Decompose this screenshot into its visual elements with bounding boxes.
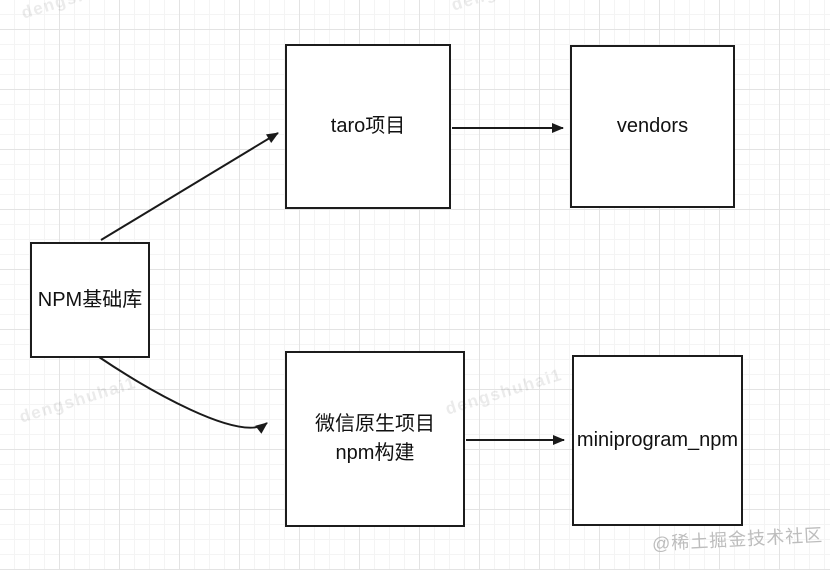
node-miniprogram-npm: miniprogram_npm — [572, 355, 743, 526]
juejin-community-watermark: @稀土掘金技术社区 — [651, 525, 824, 554]
edge-npmbase-to-taro — [100, 132, 279, 241]
user-watermark: dengshuhai1 — [17, 372, 139, 427]
user-watermark: dengshuhai1 — [19, 0, 141, 24]
node-npm-base-lib: NPM基础库 — [30, 242, 150, 358]
node-vendors: vendors — [570, 45, 735, 208]
node-wechat-native-npm-build: 微信原生项目 npm构建 — [285, 351, 465, 527]
node-taro-project: taro项目 — [285, 44, 451, 209]
user-watermark: dengshuhai1 — [449, 0, 571, 16]
edge-npmbase-to-wechat — [98, 356, 268, 434]
